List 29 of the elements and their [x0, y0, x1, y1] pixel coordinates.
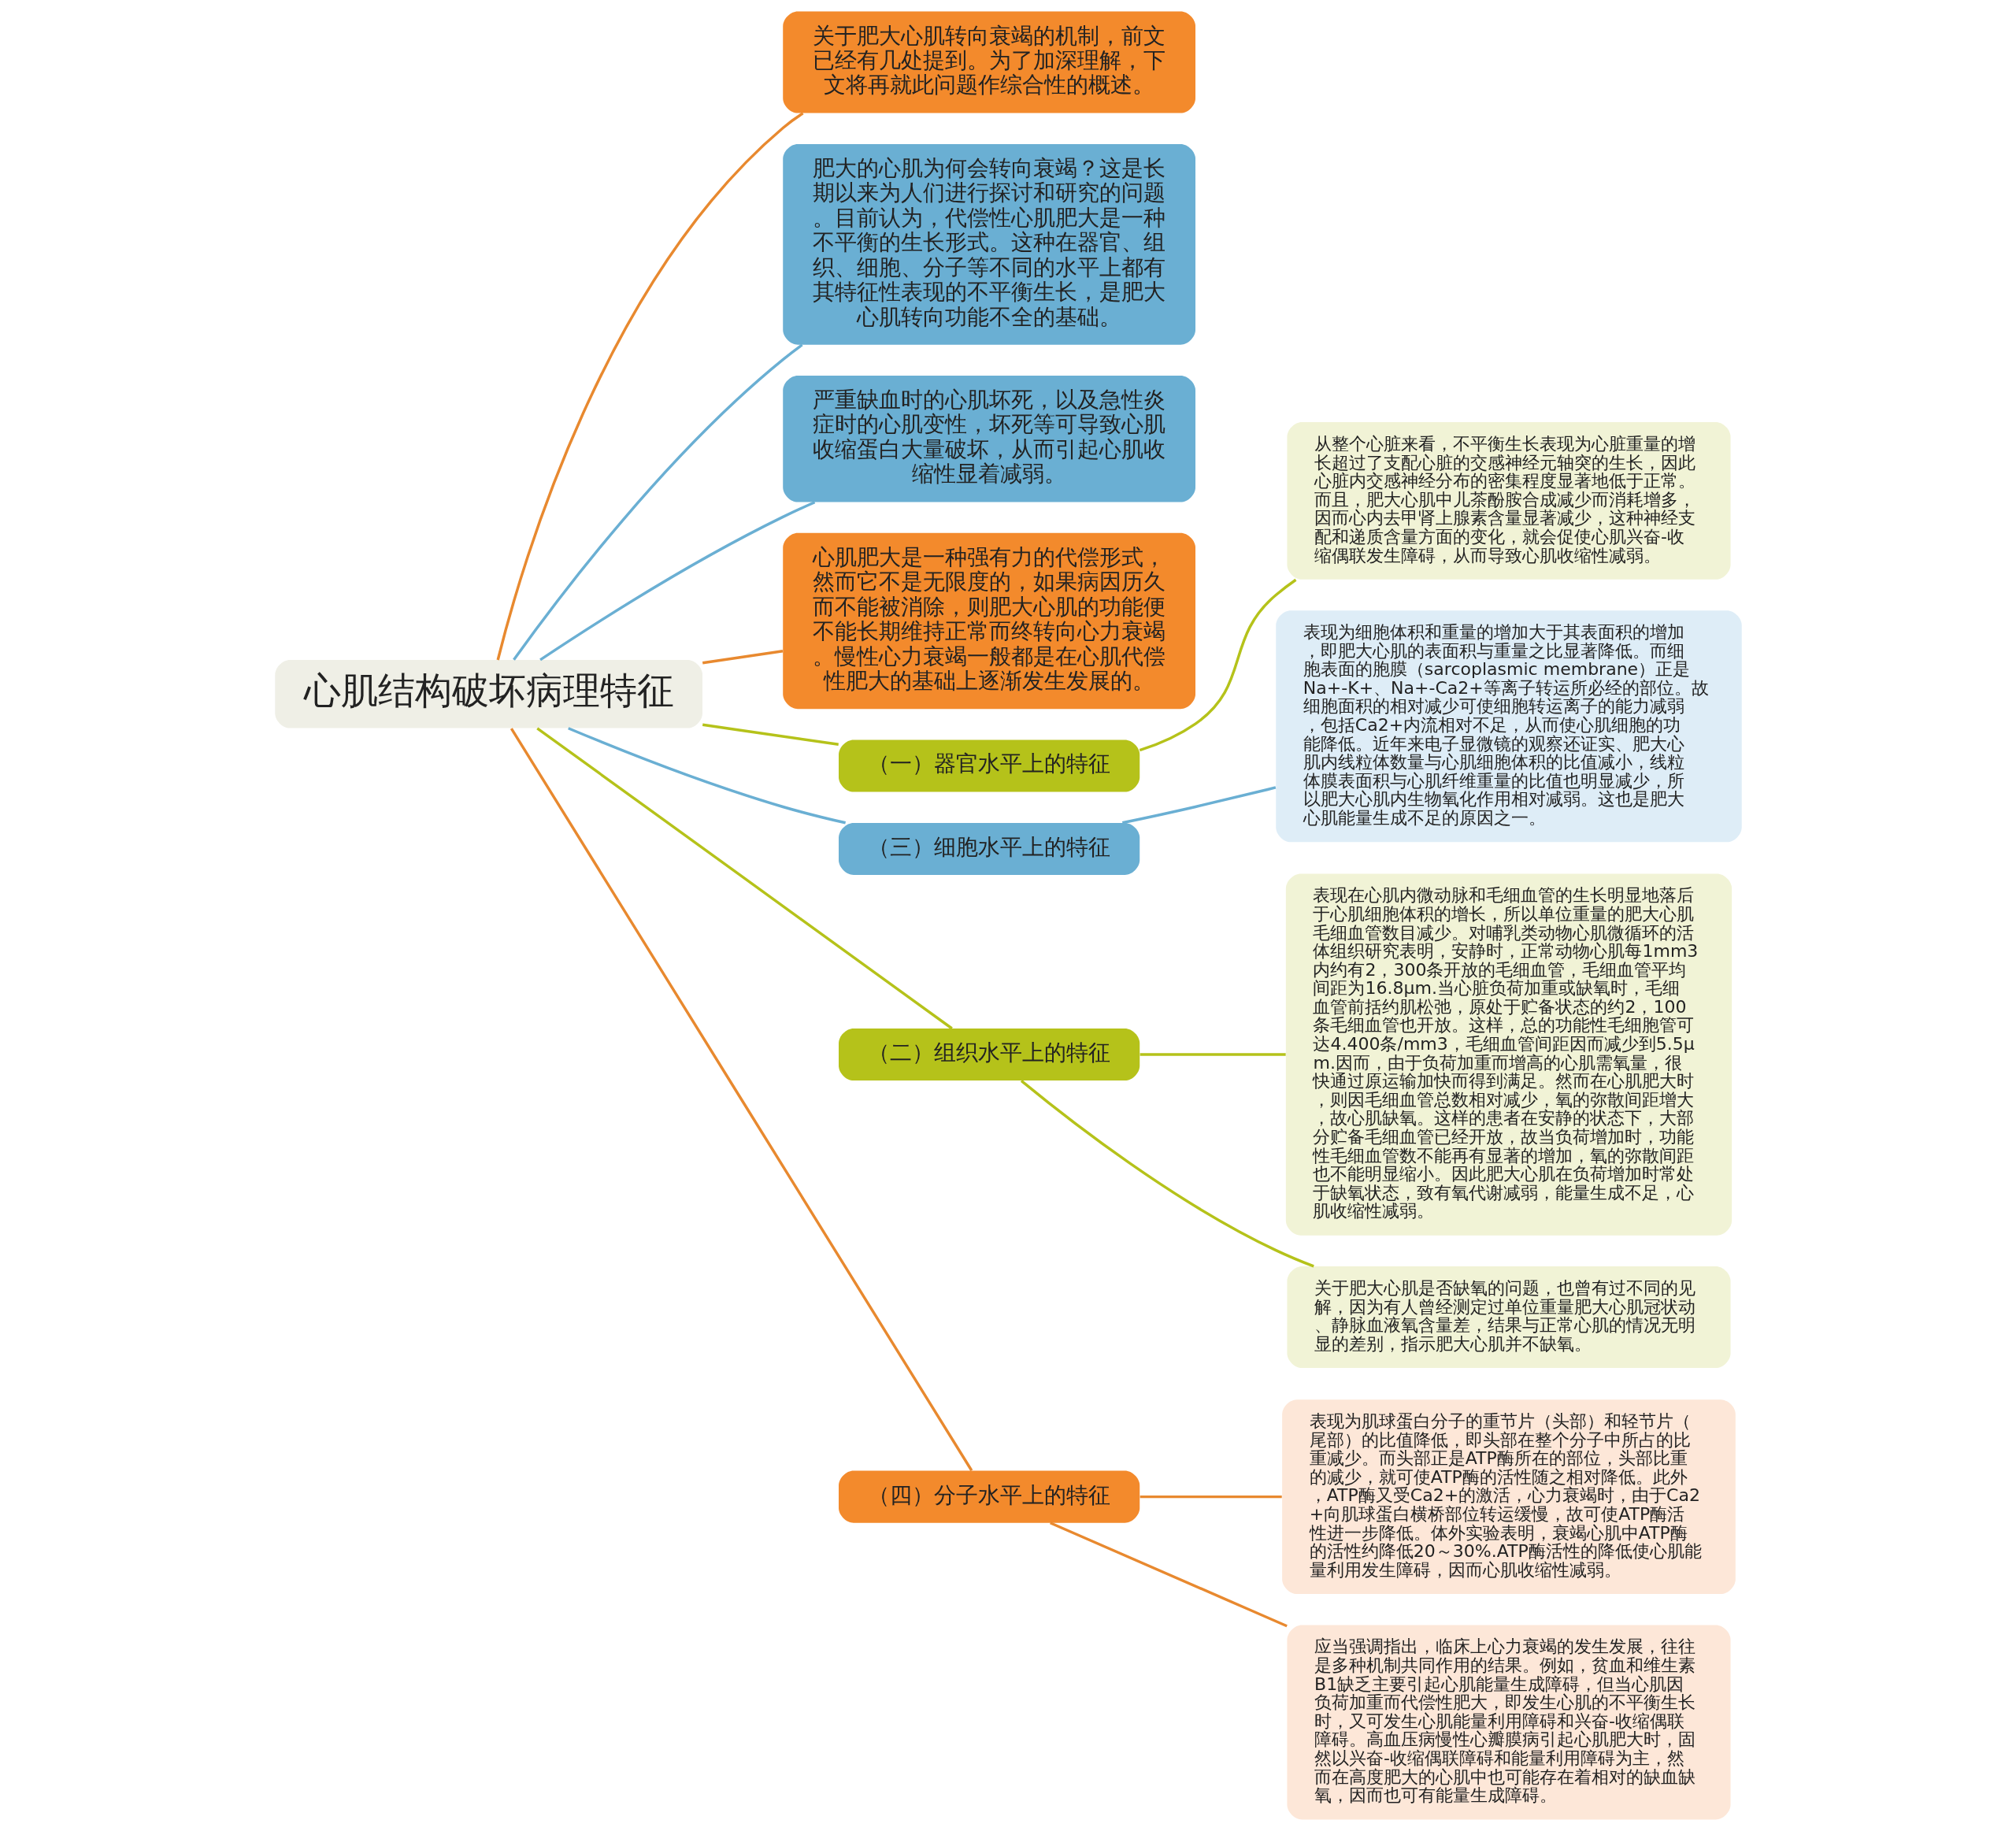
connector [702, 723, 839, 746]
node-box: （四）分子水平上的特征 [838, 1470, 1140, 1523]
connector [1121, 786, 1276, 825]
connector [1140, 1495, 1282, 1499]
node-box: 表现为肌球蛋白分子的重节片（头部）和轻节片（尾部）的比值降低，即头部在整个分子中所占的比重减少。而头部正是ATP酶所在的部位，头部比重的减少，就可使ATP酶的活性随之相对降低。此外，ATP酶又受Ca2+的激活，心力衰竭时，由于Ca2+向肌球蛋白横桥部位转运缓慢，故可使ATP酶活性进一步降低。体外实验表明，衰竭心肌中ATP酶的活性约降低20～30%.ATP酶活性的降低使心肌能量利用发生障碍，因而心肌收缩性减弱。 [1281, 1399, 1736, 1595]
node-box: （一）器官水平上的特征 [838, 739, 1140, 792]
node-box: 心肌肥大是一种强有力的代偿形式，然而它不是无限度的，如果病因历久而不能被消除，则肥大心肌的功能便不能长期维持正常而终转向心力衰竭。慢性心力衰竭一般都是在心肌代偿性肥大的基础上逐渐发生发展的。 [782, 532, 1195, 710]
node-box: 表现在心肌内微动脉和毛细血管的生长明显地落后于心肌细胞体积的增长，所以单位重量的肥大心肌毛细血管数目减少。对哺乳类动物心肌微循环的活体组织研究表明，安静时，正常动物心肌每1mm3内约有2，300条开放的毛细血管，毛细血管平均间距为16.8μm.当心脏负荷加重或缺氧时，毛细血管前括约肌松弛，原处于贮备状态的约2，100条毛细血管也开放。这样，总的功能性毛细胞管可达4.400条/mm3，毛细血管间距因而减少到5.5μm.因而，由于负荷加重而增高的心肌需氧量，很快通过原运输加快而得到满足。然而在心肌肥大时，则因毛细血管总数相对减少，氧的弥散间距增大，故心肌缺氧。这样的患者在安静的状态下，大部分贮备毛细血管已经开放，故当负荷增加时，功能性毛细血管数不能再有显著的增加，氧的弥散间距也不能明显缩小。因此肥大心肌在负荷增加时常处于缺氧状态，致有氧代谢减弱，能量生成不足，心肌收缩性减弱。 [1285, 873, 1732, 1236]
connector [567, 727, 846, 825]
connector [496, 112, 804, 661]
connector [702, 650, 783, 665]
node-box: 应当强调指出，临床上心力衰竭的发生发展，往往是多种机制共同作用的结果。例如，贫血和维生素B1缺乏主要引起心肌能量生成障碍，但当心肌因负荷加重而代偿性肥大，即发生心肌的不平衡生长时，又可发生心肌能量利用障碍和兴奋-收缩偶联障碍。高血压病慢性心瓣膜病引起心肌肥大时，固然以兴奋-收缩偶联障碍和能量利用障碍为主，然而在高度肥大的心肌中也可能存在着相对的缺血缺氧，因而也可有能量生成障碍。 [1286, 1625, 1731, 1820]
connector [539, 501, 815, 662]
connector [1139, 578, 1296, 752]
node-box: （三）细胞水平上的特征 [838, 822, 1140, 875]
node-box: 表现为细胞体积和重量的增加大于其表面积的增加，即肥大心肌的表面积与重量之比显著降低。而细胞表面的胞膜（sarcoplasmic membrane）正是Na+-K+、Na+-Ca2+等离子转运所必经的部位。故细胞面积的相对减少可使细胞转运离子的能力减弱，包括Ca2+内流相对不足，从而使心肌细胞的功能降低。近年来电子显微镜的观察还证实、肥大心肌内线粒体数量与心肌细胞体积的比值减小，线粒体膜表面积与心肌纤维重量的比值也明显减少，所以肥大心肌内生物氧化作用相对减弱。这也是肥大心肌能量生成不足的原因之一。 [1275, 610, 1742, 843]
connector [1020, 1080, 1314, 1268]
node-box: 肥大的心肌为何会转向衰竭？这是长期以来为人们进行探讨和研究的问题。目前认为，代偿性心肌肥大是一种不平衡的生长形式。这种在器官、组织、细胞、分子等不同的水平上都有其特征性表现的不平衡生长，是肥大心肌转向功能不全的基础。 [782, 143, 1195, 345]
node-box: （二）组织水平上的特征 [838, 1029, 1140, 1081]
connector [536, 727, 953, 1030]
connector [1049, 1522, 1288, 1628]
node-box: 严重缺血时的心肌坏死，以及急性炎症时的心肌变性，坏死等可导致心肌收缩蛋白大量破坏，从而引起心肌收缩性显着减弱。 [782, 376, 1195, 502]
connector [512, 343, 803, 661]
node-box: 关于肥大心肌是否缺氧的问题，也曾有过不同的见解，因为有人曾经测定过单位重量肥大心肌冠状动、静脉血液氧含量差，结果与正常心肌的情况无明显的差别，指示肥大心肌并不缺氧。 [1286, 1266, 1731, 1369]
node-box: 从整个心脏来看，不平衡生长表现为心脏重量的增长超过了支配心脏的交感神经元轴突的生长，因此心脏内交感神经分布的密集程度显著地低于正常。而且，肥大心肌中儿茶酚胺合成减少而消耗增多，因而心内去甲肾上腺素含量显著减少，这种神经支配和递质含量方面的变化，就会促使心肌兴奋-收缩偶联发生障碍，从而导致心肌收缩性减弱。 [1286, 422, 1731, 580]
connector [1140, 1053, 1286, 1056]
node-box: 关于肥大心肌转向衰竭的机制，前文已经有几处提到。为了加深理解，下文将再就此问题作综合性的概述。 [782, 11, 1195, 113]
node-box: 心肌结构破坏病理特征 [274, 660, 702, 728]
connector [510, 728, 973, 1472]
